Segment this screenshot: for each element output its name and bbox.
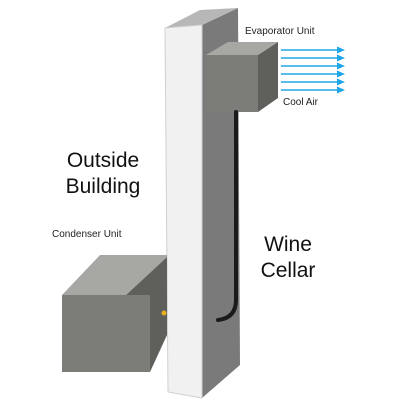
- arrow-right-icon: [281, 78, 345, 86]
- evaporator-unit-label: Evaporator Unit: [245, 26, 315, 37]
- condenser-indicator-light: [161, 310, 167, 316]
- arrow-right-icon: [281, 46, 345, 54]
- arrow-right-icon: [281, 86, 345, 94]
- outside-label-line-2: Building: [65, 175, 141, 198]
- arrow-right-icon: [281, 70, 345, 78]
- evaporator-unit: [206, 42, 278, 112]
- arrow-right-icon: [281, 62, 345, 70]
- evaporator-top-face: [206, 42, 278, 55]
- wall-front-face: [164, 24, 203, 399]
- wine-label-line-1: Wine: [264, 233, 312, 256]
- condenser-front-face: [62, 295, 150, 372]
- arrow-right-icon: [281, 54, 345, 62]
- refrigerant-pipe: [216, 110, 238, 322]
- cool-air-arrows: [281, 46, 345, 94]
- outside-building-label: Outside Building: [48, 148, 158, 200]
- condenser-unit-label: Condenser Unit: [52, 229, 122, 240]
- cool-air-label: Cool Air: [283, 97, 319, 108]
- wall-top-face: [165, 8, 238, 28]
- evaporator-front-face: [206, 55, 258, 112]
- condenser-top-face: [62, 255, 167, 295]
- condenser-unit: [62, 255, 167, 372]
- evaporator-side-face: [258, 42, 278, 112]
- outside-label-line-1: Outside: [66, 149, 140, 172]
- wine-label-line-2: Cellar: [260, 259, 316, 282]
- wine-cellar-label: Wine Cellar: [248, 232, 328, 284]
